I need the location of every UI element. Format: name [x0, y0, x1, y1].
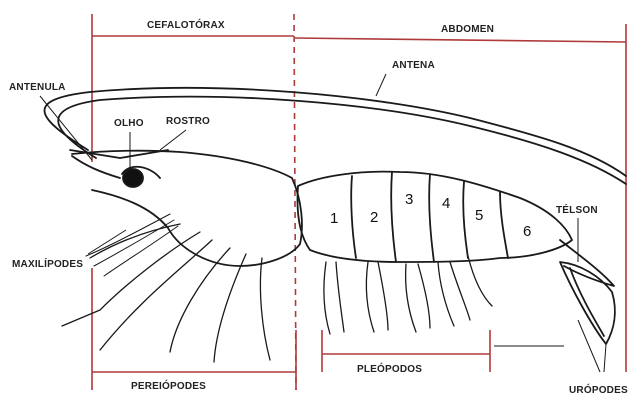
antenna-label: ANTENA	[392, 60, 435, 71]
region-divider	[294, 14, 296, 390]
segment-number-4: 4	[442, 195, 450, 212]
region-brackets	[92, 14, 626, 390]
abdomen-label: ABDOMEN	[441, 24, 494, 35]
pereiopods-drawing	[62, 224, 270, 362]
antennule-label: ANTENULA	[9, 82, 66, 93]
antenna-whip	[44, 88, 626, 176]
rostrum-label: ROSTRO	[166, 116, 210, 127]
cephalothorax-label: CEFALOTÓRAX	[147, 20, 225, 31]
segment-number-6: 6	[523, 223, 531, 240]
segment-number-1: 1	[330, 210, 338, 227]
pereiopods-label: PEREIÓPODES	[131, 381, 206, 392]
pleopods-drawing	[324, 256, 492, 334]
maxillipeds-label: MAXILÍPODES	[12, 259, 83, 270]
uropods	[560, 262, 615, 344]
eye-label: OLHO	[114, 118, 144, 129]
eye	[123, 169, 143, 187]
abdomen-bracket	[294, 38, 626, 42]
antennule-drawing	[72, 156, 120, 178]
telson-label: TÉLSON	[556, 205, 598, 216]
segment-number-2: 2	[370, 209, 378, 226]
abdomen-outline	[298, 172, 573, 262]
segment-number-3: 3	[405, 191, 413, 208]
uropods-label: URÓPODES	[569, 385, 628, 396]
pleopods-label: PLEÓPODOS	[357, 364, 422, 375]
segment-number-5: 5	[475, 207, 483, 224]
